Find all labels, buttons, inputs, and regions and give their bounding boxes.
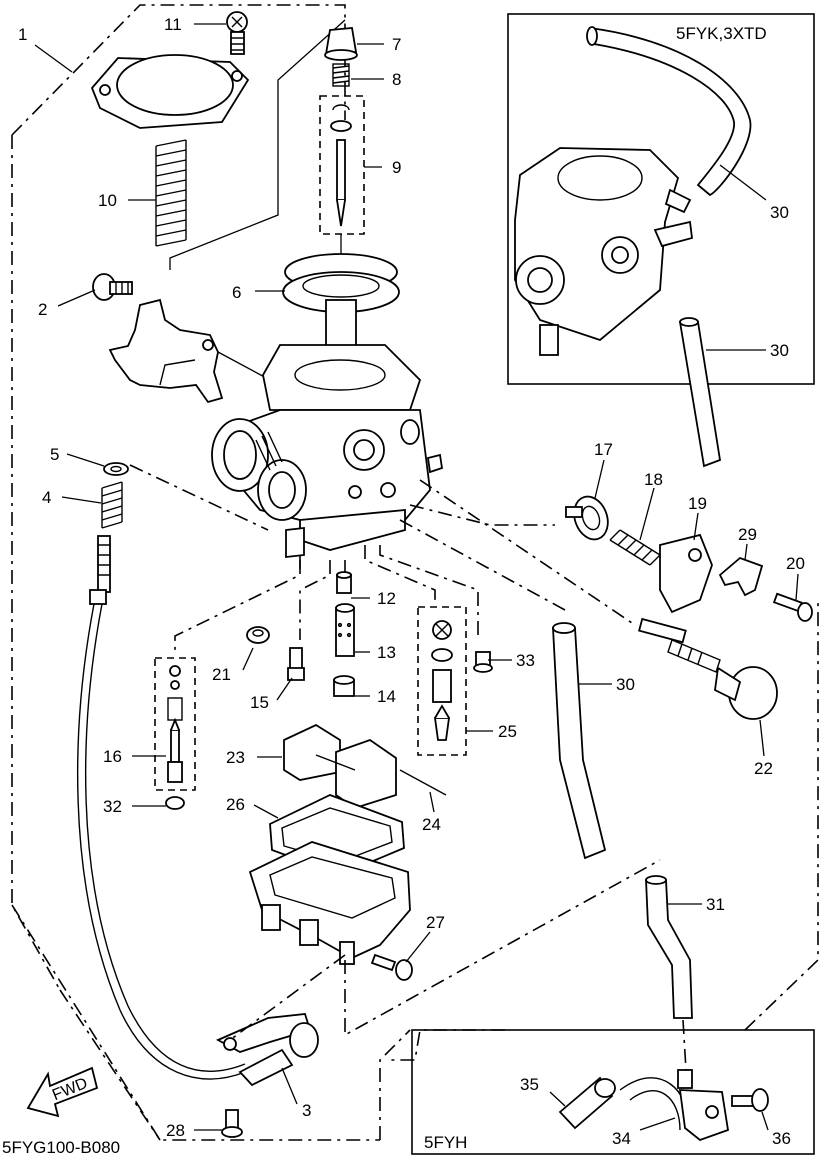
callout-13: 13	[377, 643, 396, 662]
part-8-spring	[332, 63, 350, 87]
callout-25: 25	[498, 722, 517, 741]
callout-20: 20	[786, 554, 805, 573]
callout-22: 22	[754, 759, 773, 778]
part-36-screw	[731, 1088, 769, 1112]
callout-11: 11	[164, 15, 182, 34]
assembly-boundary	[11, 4, 819, 1141]
callout-35: 35	[520, 1075, 539, 1094]
part-29-bracket	[718, 556, 764, 597]
part-16-group	[154, 657, 196, 791]
callout-33: 33	[516, 651, 535, 670]
part-17-diaphragm	[565, 495, 609, 541]
part-24-pin	[399, 769, 447, 796]
variant-box-5fyh	[411, 1029, 815, 1155]
part-27-drain-screw	[370, 953, 413, 981]
part-30-tube-center	[552, 622, 607, 860]
callout-30-top: 30	[770, 203, 789, 222]
part-21-ring	[246, 626, 270, 644]
fuel-cock-fitting	[677, 1069, 730, 1142]
callout-4: 4	[42, 488, 51, 507]
variant-label-5fyk: 5FYK,3XTD	[676, 24, 767, 43]
inset-tube-30-bottom	[678, 317, 722, 468]
assembly-boundary-lower	[59, 989, 411, 1141]
callout-28: 28	[166, 1121, 185, 1140]
bracket-lead	[217, 351, 271, 381]
dash-connector-b	[229, 859, 661, 1041]
part-28-screw	[221, 1109, 243, 1138]
callout-30-center: 30	[616, 675, 635, 694]
part-25-group	[417, 606, 467, 756]
part-13-emulsion-tube	[335, 603, 355, 657]
part-20-screw	[772, 592, 813, 622]
callout-24: 24	[422, 815, 441, 834]
part-22-choke-plunger	[638, 617, 778, 720]
float-bowl	[248, 841, 411, 965]
callout-1: 1	[18, 25, 27, 44]
part-31-tube	[645, 875, 693, 1019]
callout-2: 2	[38, 300, 47, 319]
variant-box-5fyk	[507, 13, 815, 385]
callout-6: 6	[232, 283, 241, 302]
callout-31: 31	[706, 895, 725, 914]
callout-3: 3	[302, 1101, 311, 1120]
part-10-spring	[155, 139, 187, 247]
callout-36: 36	[772, 1129, 791, 1148]
dash-connector-a	[174, 479, 636, 650]
diagram-code: 5FYG100-B080	[2, 1138, 120, 1157]
callout-23: 23	[226, 748, 245, 767]
part-35-hose	[558, 1076, 616, 1130]
callout-17: 17	[594, 440, 613, 459]
part-2-screw	[92, 273, 133, 301]
part-5-washer	[103, 462, 129, 476]
top-cover	[90, 54, 250, 129]
callout-19: 19	[688, 494, 707, 513]
part-18-spring	[609, 529, 661, 566]
part-9-group	[319, 95, 365, 235]
callout-34: 34	[612, 1129, 631, 1148]
callout-21: 21	[212, 665, 231, 684]
variant-label-5fyh: 5FYH	[424, 1133, 467, 1152]
callout-10: 10	[98, 191, 117, 210]
boundary-line-top	[169, 19, 346, 270]
part-19-cover	[659, 533, 713, 614]
callout-27: 27	[426, 913, 445, 932]
callout-29: 29	[738, 525, 757, 544]
callout-18: 18	[644, 470, 663, 489]
part-14-main-jet	[333, 675, 355, 697]
part-33-screw	[473, 651, 493, 673]
part-4-spring	[101, 481, 123, 529]
inset-carburetor	[514, 147, 693, 356]
part-32-plug	[165, 796, 185, 810]
leader-lines	[34, 23, 799, 1131]
callout-26: 26	[226, 795, 245, 814]
callout-30-mid: 30	[770, 341, 789, 360]
part-23-float	[283, 723, 397, 809]
carburetor-body	[211, 344, 444, 559]
part-15-pilot-jet	[287, 647, 305, 681]
callout-8: 8	[392, 70, 401, 89]
dash-connector-c	[682, 1019, 687, 1071]
part-25-needle-valve	[431, 620, 453, 741]
part-12-jet	[336, 571, 352, 594]
callout-5: 5	[50, 445, 59, 464]
callout-32: 32	[103, 797, 122, 816]
throttle-cable	[76, 535, 246, 1080]
part-16-screw	[167, 665, 183, 783]
part-11-screw	[226, 11, 248, 55]
part-3-throttle-stop	[215, 1013, 319, 1087]
callout-7: 7	[392, 35, 401, 54]
callout-12: 12	[377, 589, 396, 608]
callout-14: 14	[377, 687, 396, 706]
part-7-cap	[324, 27, 358, 61]
callout-15: 15	[250, 693, 269, 712]
callout-9: 9	[392, 158, 401, 177]
fwd-arrow-icon: FWD	[26, 1066, 99, 1118]
throttle-bracket	[108, 298, 224, 404]
part-9-needle	[330, 104, 352, 227]
callout-16: 16	[103, 747, 122, 766]
inset-tube-30-top	[586, 26, 752, 197]
